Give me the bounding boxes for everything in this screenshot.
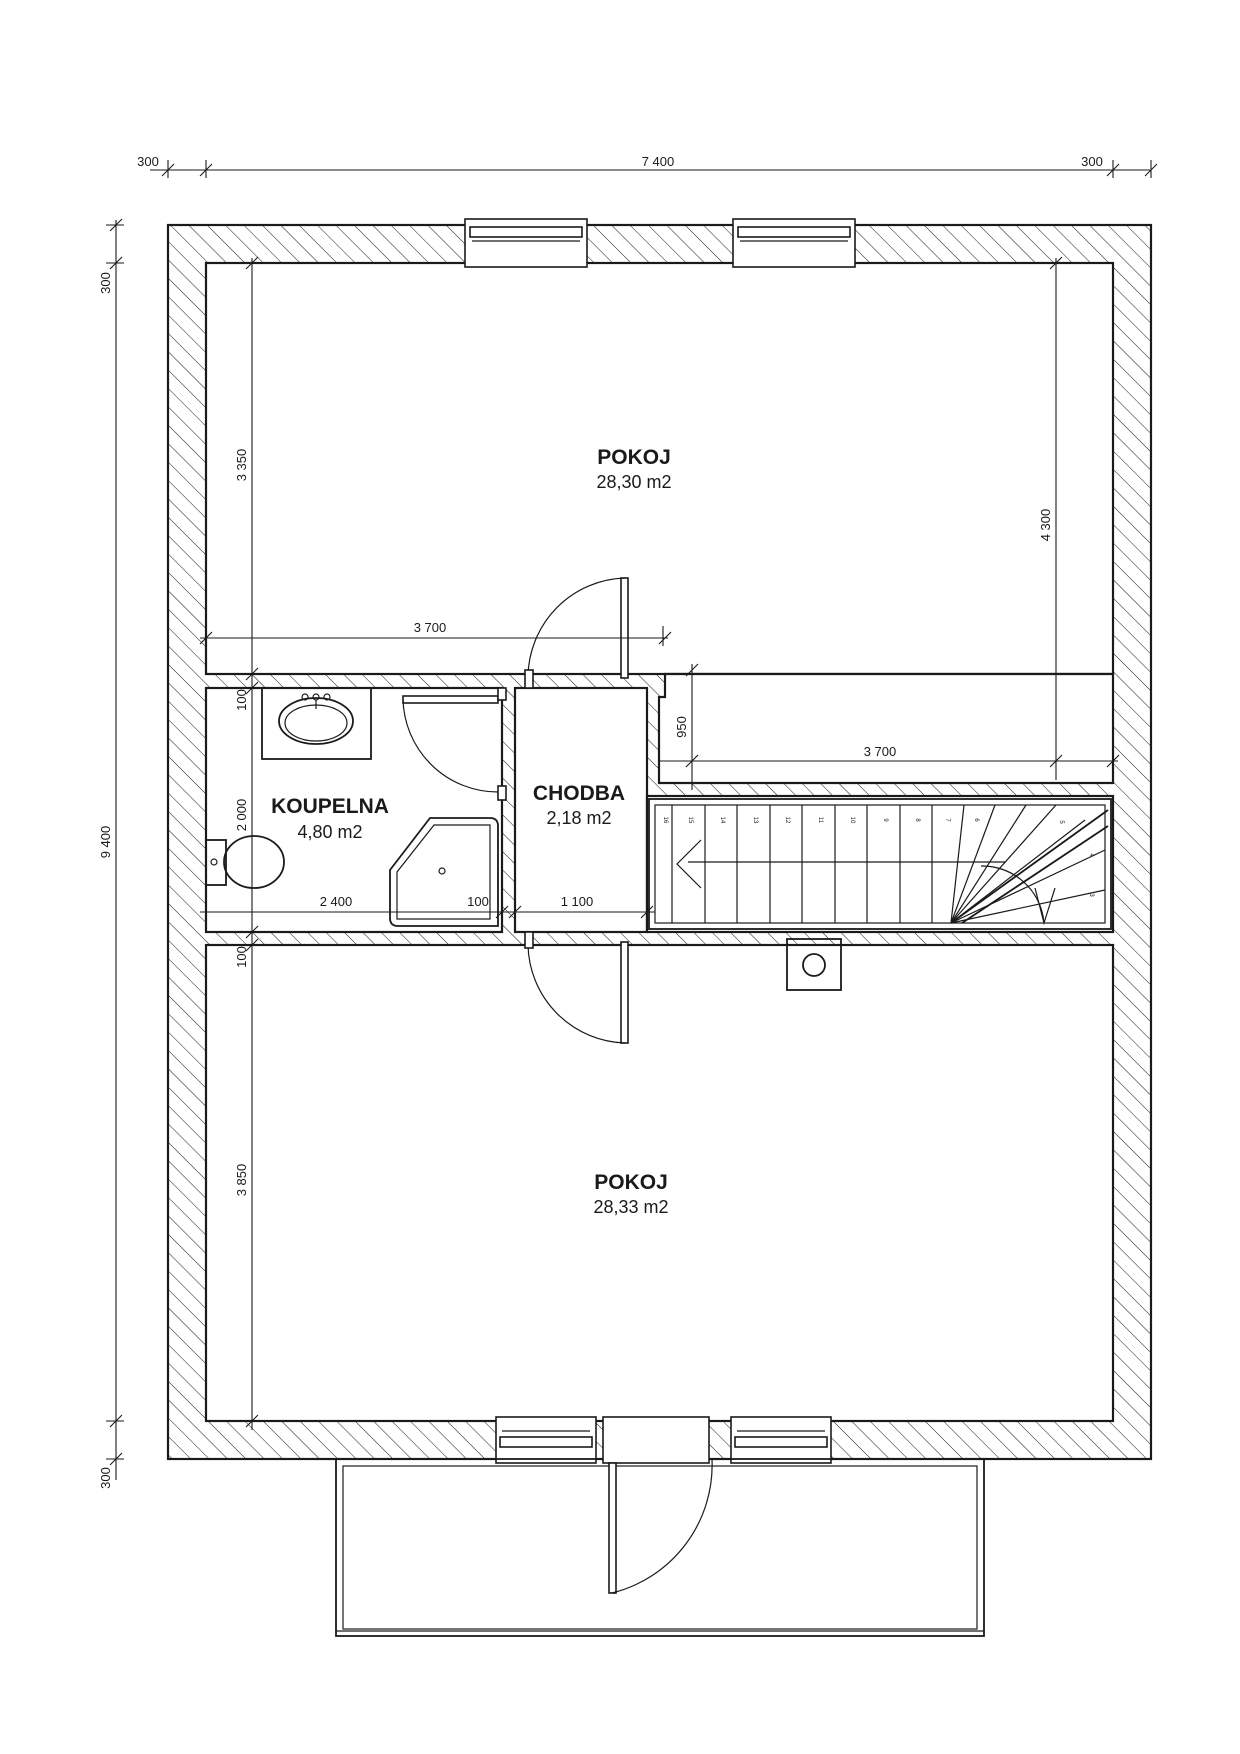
stair-step-number: 16 (662, 817, 668, 824)
staircase: 16 15 14 13 12 11 10 9 8 7 6 5 4 3 (648, 798, 1112, 930)
stair-step-number: 15 (687, 817, 693, 824)
door-hall-to-top-room (524, 577, 629, 689)
stair-step-number: 13 (752, 817, 758, 824)
window-bottom-left (495, 1416, 597, 1464)
dim-label-stair-offset: 950 (674, 716, 689, 738)
room-pokoj-bottom-floor (204, 943, 1115, 1423)
stair-step-number: 14 (719, 817, 725, 824)
window-top-left (464, 218, 588, 268)
chimney (786, 938, 842, 991)
stair-step-number: 12 (784, 817, 790, 824)
dim-label-left-top: 300 (98, 272, 113, 294)
stair-step-number: 6 (973, 818, 979, 822)
stair-step-number: 10 (849, 817, 855, 824)
door-balcony (602, 1416, 713, 1594)
dim-label-left-bottom: 300 (98, 1467, 113, 1489)
toilet (205, 835, 285, 889)
room-chodba-floor (513, 686, 649, 934)
dim-label-bath-wall-bottom: 100 (234, 946, 249, 968)
stair-step-number: 4 (1088, 853, 1094, 857)
stair-step-number: 5 (1058, 820, 1064, 824)
dimension-left (106, 218, 124, 1480)
dim-label-bath-width: 2 400 (320, 894, 353, 909)
balcony (335, 1458, 985, 1637)
room-area-koupelna: 4,80 m2 (297, 822, 362, 842)
dim-label-hall-width: 1 100 (561, 894, 594, 909)
room-label-pokoj-top: POKOJ (597, 446, 671, 469)
stair-step-number: 11 (817, 817, 823, 824)
dim-label-bath-height: 2 000 (234, 799, 249, 832)
dim-label-right-room-width: 3 700 (864, 744, 897, 759)
dim-label-top-total: 7 400 (642, 154, 675, 169)
dim-label-bath-wall-top: 100 (234, 689, 249, 711)
shower-tray (389, 817, 499, 927)
stair-step-number: 8 (914, 818, 920, 822)
door-bath (402, 687, 507, 801)
window-top-right (732, 218, 856, 268)
dim-label-top-room-height: 3 350 (234, 449, 249, 482)
window-bottom-right (730, 1416, 832, 1464)
room-area-pokoj-top: 28,30 m2 (596, 472, 671, 492)
stair-step-number: 9 (882, 818, 888, 822)
room-area-chodba: 2,18 m2 (546, 808, 611, 828)
dim-label-bath-wall-mid: 100 (467, 894, 489, 909)
dim-label-left-total: 9 400 (98, 826, 113, 859)
door-hall-to-bottom-room (524, 931, 629, 1044)
room-label-pokoj-bottom: POKOJ (594, 1171, 668, 1194)
room-east-corridor (657, 672, 1115, 785)
room-stairwell-floor (645, 794, 1115, 934)
wash-basin (261, 687, 372, 760)
dimension-top (150, 160, 1158, 178)
room-label-koupelna: KOUPELNA (271, 795, 389, 818)
room-pokoj-top-floor (204, 261, 1115, 676)
dim-label-top-left: 300 (137, 154, 159, 169)
room-area-pokoj-bottom: 28,33 m2 (593, 1197, 668, 1217)
dim-label-bottom-room-height: 3 850 (234, 1164, 249, 1197)
dim-label-top-room-width: 3 700 (414, 620, 447, 635)
dim-label-top-right: 300 (1081, 154, 1103, 169)
dim-label-top-room-right-height: 4 300 (1038, 509, 1053, 542)
room-label-chodba: CHODBA (533, 782, 625, 805)
stair-step-number: 3 (1088, 893, 1094, 897)
dimension-interior (199, 256, 1120, 1430)
stair-step-number: 7 (944, 818, 950, 822)
